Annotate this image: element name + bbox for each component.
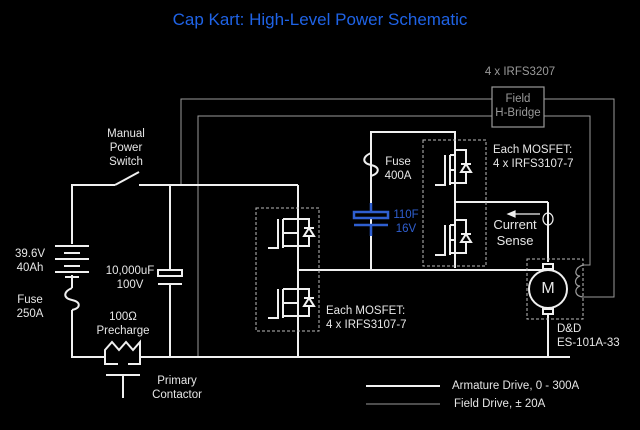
precharge-line2: Precharge	[96, 325, 150, 337]
current-sense-line1: Current	[493, 217, 537, 232]
ultracap-fuse-icon	[363, 152, 379, 177]
bus-capacitor-label: 10,000uF 100V	[100, 264, 160, 292]
right-half-bridge	[422, 139, 487, 267]
ultracap-label: 110F 16V	[390, 208, 422, 236]
ultracap-fuse-line2: 400A	[384, 170, 412, 182]
power-switch-line1: Manual	[107, 128, 145, 140]
current-sense-line2: Sense	[496, 233, 534, 248]
primary-contactor-icon	[106, 374, 140, 398]
field-drive-wires	[180, 98, 615, 357]
left-half-bridge-line2: 4 x IRFS3107-7	[326, 319, 407, 331]
power-switch-line2: Power	[109, 142, 143, 154]
page-title: Cap Kart: High-Level Power Schematic	[172, 10, 468, 29]
right-half-bridge-line1: Each MOSFET:	[493, 144, 573, 156]
current-sense-icon	[506, 210, 554, 226]
primary-contactor-line1: Primary	[157, 375, 197, 387]
bus-capacitor-icon	[157, 269, 183, 285]
power-switch-icon[interactable]	[114, 171, 140, 186]
mosfet-icon	[268, 218, 316, 249]
legend-armature-label: Armature Drive, 0 - 300A	[452, 380, 580, 392]
battery-voltage: 39.6V	[14, 248, 46, 260]
motor-line2: ES-101A-33	[557, 337, 620, 349]
motor-icon	[526, 258, 584, 320]
ultracap-icon	[352, 203, 390, 236]
ultracap-fuse-line1: Fuse	[385, 156, 411, 168]
field-hbridge-line2: H-Bridge	[495, 107, 541, 119]
right-half-bridge-label: Each MOSFET: 4 x IRFS3107-7	[493, 143, 574, 171]
left-half-bridge-label: Each MOSFET: 4 x IRFS3107-7	[326, 304, 407, 332]
bus-capacitor-line1: 10,000uF	[105, 265, 155, 277]
battery-icon	[55, 244, 89, 278]
main-fuse-line1: Fuse	[17, 294, 43, 306]
battery-label: 39.6V 40Ah	[5, 247, 55, 275]
motor-label: D&D ES-101A-33	[557, 322, 620, 350]
motor-line1: D&D	[557, 323, 582, 335]
mosfet-icon	[435, 219, 473, 256]
mosfet-icon	[435, 149, 473, 186]
left-half-bridge-line1: Each MOSFET:	[326, 305, 406, 317]
battery-capacity: 40Ah	[16, 262, 44, 274]
field-winding-icon	[574, 264, 584, 298]
mosfet-icon	[268, 288, 316, 319]
left-half-bridge	[255, 207, 320, 332]
ultracap-line1: 110F	[393, 209, 419, 221]
main-fuse-line2: 250A	[16, 308, 44, 320]
power-switch-line3: Switch	[109, 156, 143, 168]
bus-capacitor-line2: 100V	[116, 279, 144, 291]
main-fuse-label: Fuse 250A	[5, 293, 55, 321]
field-hbridge-part-label: 4 x IRFS3207	[484, 66, 556, 78]
precharge-label: 100Ω Precharge	[92, 310, 154, 338]
legend-field-label: Field Drive, ± 20A	[454, 398, 546, 410]
precharge-resistor-icon	[104, 339, 141, 365]
ultracap-fuse-label: Fuse 400A	[380, 155, 416, 183]
motor-symbol: M	[541, 280, 555, 297]
field-hbridge-box	[491, 86, 545, 128]
field-hbridge-line1: Field	[505, 93, 531, 105]
primary-contactor-line2: Contactor	[152, 389, 202, 401]
main-fuse-icon	[64, 287, 80, 311]
right-half-bridge-line2: 4 x IRFS3107-7	[493, 158, 574, 170]
precharge-line1: 100Ω	[109, 311, 137, 323]
ultracap-line2: 16V	[395, 223, 417, 235]
